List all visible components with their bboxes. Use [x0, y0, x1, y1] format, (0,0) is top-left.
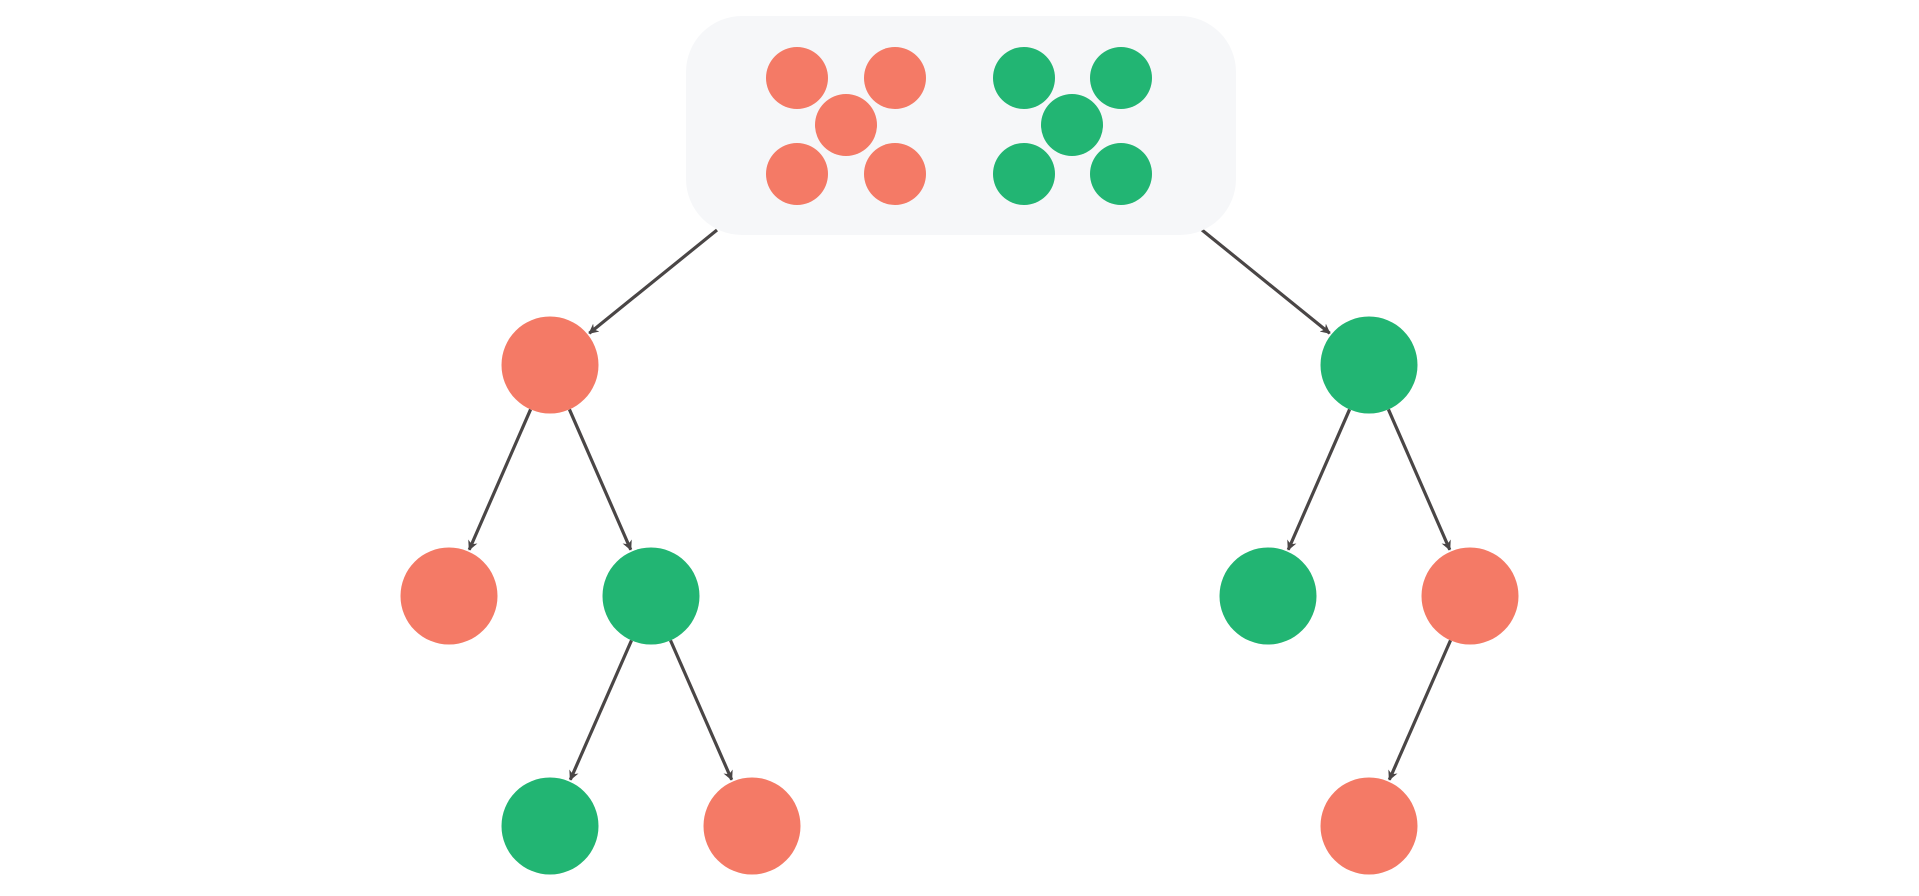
root-point-red [815, 94, 877, 156]
tree-node-L1-red [501, 316, 599, 414]
edge-root-to-L1 [588, 228, 719, 335]
edge-L1-to-L1b [567, 408, 633, 551]
tree-node-R1b-a-red [1320, 777, 1418, 875]
root-node-panel [686, 16, 1236, 235]
root-sample-points [766, 47, 1152, 205]
root-point-green [993, 143, 1055, 205]
root-point-red [864, 143, 926, 205]
tree-node-R1b-red [1421, 547, 1519, 645]
edge-L1-to-L1a [467, 408, 533, 551]
edge-R1-to-R1a [1286, 408, 1352, 551]
tree-nodes [400, 316, 1519, 875]
tree-edges [467, 228, 1452, 781]
root-point-green [993, 47, 1055, 109]
tree-node-L1b-b-red [703, 777, 801, 875]
root-point-green [1041, 94, 1103, 156]
tree-node-L1a-red [400, 547, 498, 645]
root-point-red [864, 47, 926, 109]
tree-node-L1b-green [602, 547, 700, 645]
tree-node-R1a-green [1219, 547, 1317, 645]
root-point-green [1090, 47, 1152, 109]
root-point-red [766, 143, 828, 205]
root-panel-background [686, 16, 1236, 235]
root-point-red [766, 47, 828, 109]
edge-L1b-to-L1b-b [669, 639, 734, 781]
root-point-green [1090, 143, 1152, 205]
tree-node-L1b-a-green [501, 777, 599, 875]
tree-node-R1-green [1320, 316, 1418, 414]
edge-R1-to-R1b [1386, 408, 1452, 551]
edge-R1b-to-R1b-a [1387, 639, 1452, 781]
edge-L1b-to-L1b-a [568, 639, 633, 781]
edge-root-to-R1 [1200, 228, 1331, 335]
